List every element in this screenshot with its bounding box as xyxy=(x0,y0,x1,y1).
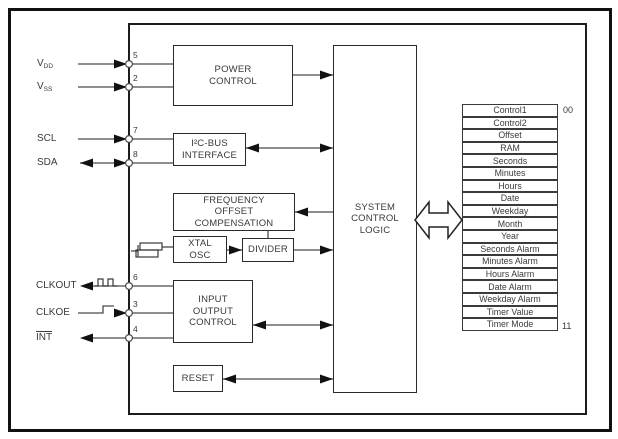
pin-label-vdd: VDD xyxy=(37,57,53,71)
register-row: Month xyxy=(462,217,558,230)
register-row: Year xyxy=(462,229,558,243)
register-row: Control2 xyxy=(462,116,558,130)
pin-label-scl: SCL xyxy=(37,133,57,144)
block-input-output-control: INPUT OUTPUT CONTROL xyxy=(173,280,253,343)
register-row: Hours xyxy=(462,179,558,193)
register-row: RAM xyxy=(462,141,558,155)
register-row: Offset xyxy=(462,129,558,142)
block-reset: RESET xyxy=(173,365,223,392)
pin-label-int: INT xyxy=(36,331,53,345)
register-row: Timer Value xyxy=(462,305,558,319)
block-divider: DIVIDER xyxy=(242,238,294,262)
register-address-last: 11 xyxy=(562,321,572,331)
register-row: Timer Mode xyxy=(462,318,558,331)
pin-number-8: 8 xyxy=(133,149,138,159)
pin-label-vdd-main: V xyxy=(37,58,44,69)
register-row: Control1 xyxy=(462,104,558,117)
pin-label-vss-main: V xyxy=(37,81,44,92)
pin-number-5: 5 xyxy=(133,50,138,60)
register-row: Hours Alarm xyxy=(462,267,558,281)
pin-label-int-text: INT xyxy=(36,331,53,343)
block-xtal-osc: XTAL OSC xyxy=(173,236,227,263)
register-row: Date xyxy=(462,192,558,205)
register-row: Minutes xyxy=(462,166,558,180)
pin-number-4: 4 xyxy=(133,324,138,334)
register-address-first: 00 xyxy=(563,105,574,115)
register-row: Seconds xyxy=(462,154,558,167)
pin-number-7: 7 xyxy=(133,125,138,135)
block-system-control-logic: SYSTEM CONTROL LOGIC xyxy=(333,45,417,393)
pin-label-clkout: CLKOUT xyxy=(36,280,77,291)
pin-number-2: 2 xyxy=(133,73,138,83)
register-row: Weekday xyxy=(462,204,558,218)
pin-number-6: 6 xyxy=(133,272,138,282)
block-power-control: POWER CONTROL xyxy=(173,45,293,106)
pin-label-vss: VSS xyxy=(37,80,52,94)
block-i2c-bus-interface: I²C-BUS INTERFACE xyxy=(173,133,246,166)
pin-number-3: 3 xyxy=(133,299,138,309)
pin-label-vdd-sub: DD xyxy=(43,63,54,70)
register-row: Minutes Alarm xyxy=(462,255,558,268)
block-frequency-offset-compensation: FREQUENCY OFFSET COMPENSATION xyxy=(173,193,295,231)
pin-label-sda: SDA xyxy=(37,157,58,168)
register-row: Seconds Alarm xyxy=(462,242,558,256)
register-row: Date Alarm xyxy=(462,280,558,293)
register-row: Weekday Alarm xyxy=(462,292,558,306)
pin-label-vss-sub: SS xyxy=(43,86,53,93)
pin-label-clkoe: CLKOE xyxy=(36,307,70,318)
